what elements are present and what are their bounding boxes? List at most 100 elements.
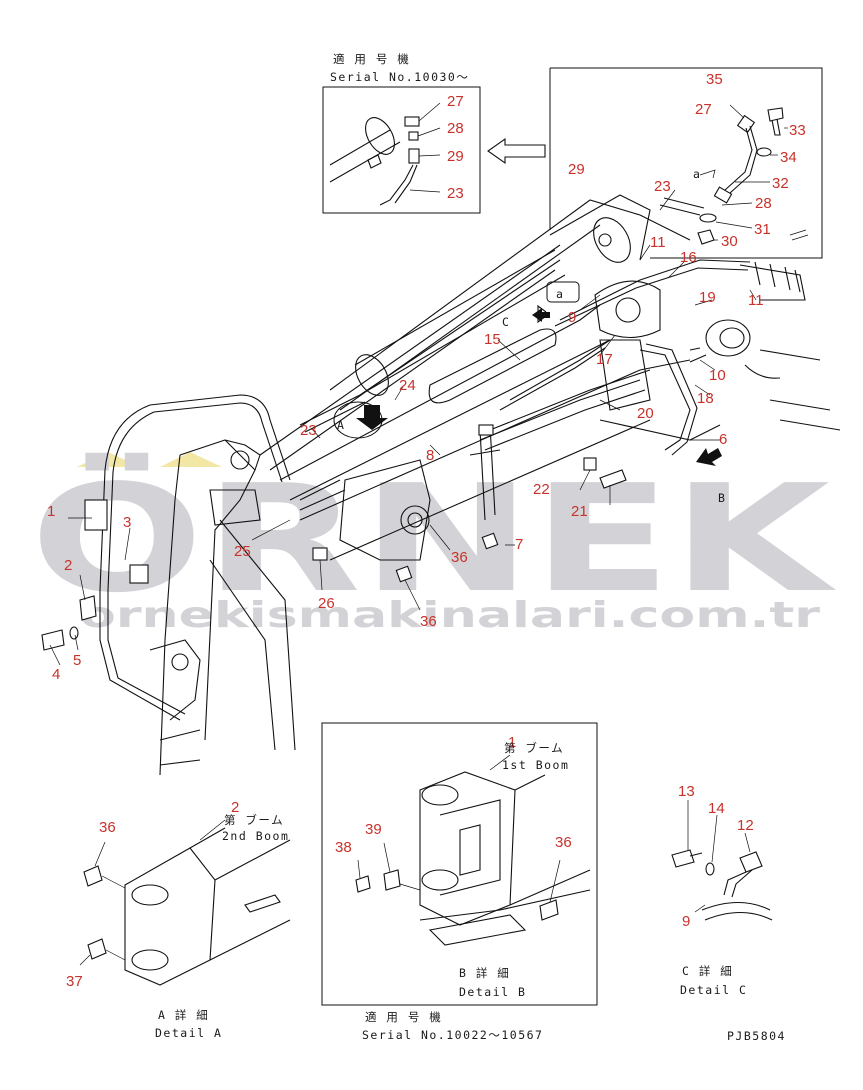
inset-b-serial: Serial No.10022～10567	[362, 1028, 543, 1042]
hose-guard-1	[84, 499, 108, 531]
valve-block	[739, 264, 806, 301]
callout-39: 39	[365, 821, 382, 838]
detail-a-parts	[659, 104, 809, 245]
watermark: ÖRNEK ornekismakinalari.com.tr	[30, 452, 837, 636]
boom-assembly	[41, 194, 841, 776]
detail-a-frame	[550, 67, 823, 259]
view-a-circle	[333, 401, 383, 439]
leader-lines	[49, 244, 757, 666]
inset-b-title-jp: 適 用 号 機	[365, 1010, 442, 1024]
fitting-7	[481, 532, 499, 550]
callout-28: 28	[447, 120, 464, 137]
hose-9c	[701, 902, 773, 921]
washer-5	[69, 626, 79, 640]
bolt-33	[767, 107, 784, 136]
detail-b-jp: B 詳 細	[459, 966, 510, 980]
callout-14: 14	[708, 800, 725, 817]
washer-34	[756, 147, 772, 157]
callout-21: 21	[571, 503, 588, 520]
detail-a-en: Detail A	[155, 1026, 222, 1040]
bolt-13	[671, 849, 703, 868]
callout-27b: 27	[695, 101, 712, 118]
inset-cylinder-end	[365, 117, 395, 155]
callout-8: 8	[426, 447, 434, 464]
cylinder-head	[593, 217, 631, 263]
callout-34: 34	[780, 149, 797, 166]
callout-1: 1	[47, 503, 55, 520]
hose-bundle-9	[559, 259, 751, 321]
callout-29: 29	[447, 148, 464, 165]
watermark-accent-right	[160, 452, 222, 467]
vertical-pipes	[479, 424, 496, 521]
callout-29: 29	[568, 161, 585, 178]
center-pivot	[339, 459, 431, 561]
inset-serial: Serial No.10030～	[330, 70, 469, 84]
callout-22: 22	[533, 481, 550, 498]
inset-fitting-28	[408, 131, 419, 141]
callout-17: 17	[596, 351, 613, 368]
callout-30: 30	[721, 233, 738, 250]
callout-3: 3	[123, 514, 131, 531]
first-boom-en: 1st Boom	[502, 758, 569, 772]
reference-arrow	[487, 137, 546, 165]
pipe-23-main	[299, 259, 561, 433]
fitting-39	[383, 869, 401, 891]
washer-14	[705, 862, 715, 876]
callout-11a: 11	[650, 234, 666, 251]
detail-b-drawing	[355, 754, 591, 946]
hose-20	[479, 379, 641, 441]
boom-slot	[428, 328, 557, 404]
block-2	[79, 595, 97, 621]
inset-serial-10030: 適 用 号 機 Serial No.10030～ 27 28 29 23	[322, 52, 481, 214]
callout-11b: 11	[748, 292, 764, 309]
detail-a-jp: A 詳 細	[158, 1008, 209, 1022]
callout-5: 5	[73, 652, 81, 669]
callout-33: 33	[789, 122, 806, 139]
view-arrow-a	[356, 405, 388, 430]
watermark-accent-left	[77, 452, 140, 467]
callout-23: 23	[447, 185, 464, 202]
callout-36a: 36	[451, 549, 468, 566]
view-arrow-c	[532, 308, 550, 322]
callout-2b: 2	[231, 799, 239, 816]
detail-a-bracket	[124, 847, 216, 986]
swing-bracket	[594, 280, 661, 338]
callout-10: 10	[709, 367, 726, 384]
block-22	[583, 457, 597, 471]
second-boom-jp: 第 ブーム	[224, 813, 284, 827]
inset-cylinder	[329, 129, 401, 183]
bolt-21	[599, 469, 627, 489]
hydraulic-motor	[705, 319, 751, 357]
inset-fitting-27	[404, 116, 420, 127]
callout-36b: 36	[420, 613, 437, 630]
callout-35: 35	[706, 71, 723, 88]
detail-b-en: Detail B	[459, 985, 526, 999]
hose-6	[599, 419, 721, 441]
view-a-box	[546, 281, 580, 303]
callout-28b: 28	[755, 195, 772, 212]
callout-2: 2	[64, 557, 72, 574]
detail-b-bracket	[419, 771, 516, 926]
grease-fitting-36	[395, 565, 413, 583]
inset-frame	[322, 86, 481, 214]
watermark-brand: ÖRNEK	[30, 452, 837, 625]
detail-c-en: Detail C	[680, 983, 747, 997]
inset-fitting-29	[408, 148, 420, 164]
callout-32: 32	[772, 175, 789, 192]
long-hose-loop	[99, 394, 291, 591]
fitting-38	[355, 875, 371, 893]
detail-c-drawing	[671, 800, 773, 921]
callout-15: 15	[484, 331, 501, 348]
callout-13: 13	[678, 783, 695, 800]
drawing-code: PJB5804	[727, 1029, 786, 1043]
callout-6: 6	[719, 431, 727, 448]
view-marker-a-small: a	[556, 287, 564, 301]
second-boom-en: 2nd Boom	[222, 829, 289, 843]
clamp-3	[129, 564, 149, 584]
view-marker-c: C	[502, 315, 510, 329]
first-boom-jp: 第 ブーム	[504, 741, 564, 755]
hose-32	[724, 125, 758, 194]
detail-b-frame	[321, 722, 598, 1006]
view-marker-a-top: a	[693, 167, 701, 181]
